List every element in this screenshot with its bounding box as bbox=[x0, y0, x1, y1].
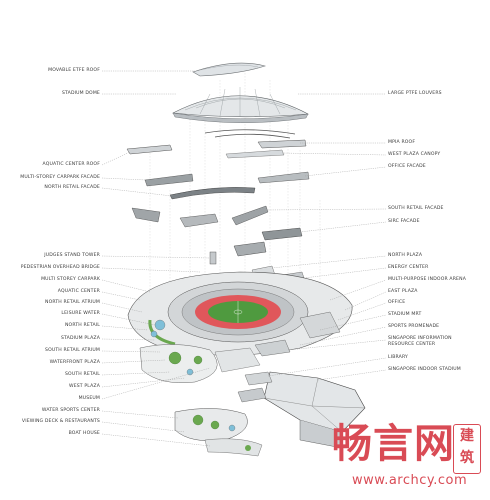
label-boat-house: BOAT HOUSE bbox=[68, 431, 100, 436]
label-museum: MUSEUM bbox=[78, 396, 100, 401]
label-aquatic-center: AQUATIC CENTER bbox=[57, 289, 100, 294]
ptfe-louvers bbox=[204, 129, 296, 139]
label-movable-etfe-roof: MOVABLE ETFE ROOF bbox=[48, 68, 100, 73]
label-east-plaza: EAST PLAZA bbox=[388, 289, 418, 294]
label-aquatic-center-roof: AQUATIC CENTER ROOF bbox=[42, 162, 100, 167]
label-north-retail-atrium: NORTH RETAIL ATRIUM bbox=[44, 300, 100, 305]
singapore-indoor-stadium bbox=[263, 371, 366, 449]
movable-etfe-roof bbox=[192, 62, 267, 77]
carpark-facade bbox=[144, 173, 194, 187]
label-library: LIBRARY bbox=[388, 355, 408, 360]
label-north-retail: NORTH RETAIL bbox=[64, 323, 100, 328]
label-north-plaza: NORTH PLAZA bbox=[388, 253, 423, 258]
label-sports-promenade: SPORTS PROMENADE bbox=[388, 324, 440, 329]
watermark-seal: 建筑 bbox=[453, 424, 481, 474]
label-south-retail-atrium: SOUTH RETAIL ATRIUM bbox=[45, 348, 100, 353]
label-pedestrian-bridge: PEDESTRIAN OVERHEAD BRIDGE bbox=[20, 265, 100, 270]
sirc-facade bbox=[233, 227, 303, 257]
west-plaza-tier bbox=[139, 339, 291, 383]
stadium-base bbox=[127, 271, 353, 356]
label-mpia-roof: MPIA ROOF bbox=[388, 140, 416, 145]
label-waterfront-plaza: WATERFRONT PLAZA bbox=[49, 360, 100, 365]
right-leader-lines bbox=[265, 93, 387, 381]
judges-stand-tower bbox=[209, 251, 217, 265]
label-sirc: SINGAPORE INFORMATION RESOURCE CENTER bbox=[388, 336, 452, 347]
west-plaza-canopy bbox=[225, 149, 285, 159]
office-facade bbox=[257, 171, 310, 184]
label-sirc-facade: SIRC FACADE bbox=[388, 219, 420, 224]
watermark-chinese-text: 畅言网 bbox=[332, 421, 455, 467]
library-blocks bbox=[237, 371, 273, 403]
label-energy-center: ENERGY CENTER bbox=[388, 265, 429, 270]
label-office: OFFICE bbox=[388, 300, 406, 305]
label-leisure-water: LEISURE WATER bbox=[61, 311, 100, 316]
label-water-sports-center: WATER SPORTS CENTER bbox=[41, 408, 100, 413]
label-carpark-facade: MULTI-STOREY CARPARK FACADE bbox=[20, 175, 100, 180]
label-stadium-mrt: STADIUM MRT bbox=[388, 312, 422, 317]
stadium-dome bbox=[171, 87, 310, 123]
label-west-plaza-canopy: WEST PLAZA CANOPY bbox=[388, 152, 441, 157]
label-south-retail: SOUTH RETAIL bbox=[64, 372, 100, 377]
label-north-retail-facade: NORTH RETAIL FACADE bbox=[44, 185, 100, 190]
mpia-roof bbox=[257, 139, 307, 149]
water-sports-center bbox=[174, 408, 263, 457]
label-multi-storey-carpark: MULTI STOREY CARPARK bbox=[41, 277, 100, 282]
watermark-url: www.archcy.com bbox=[352, 473, 468, 488]
label-multi-purpose-arena: MULTI-PURPOSE INDOOR ARENA bbox=[388, 277, 466, 282]
label-viewing-deck: VIEWING DECK & RESTAURANTS bbox=[21, 419, 100, 424]
label-judges-stand-tower: JUDGES STAND TOWER bbox=[44, 253, 100, 258]
label-stadium-dome: STADIUM DOME bbox=[61, 91, 100, 96]
label-large-ptfe-louvers: LARGE PTFE LOUVERS bbox=[388, 91, 442, 96]
north-retail-facade bbox=[169, 187, 256, 200]
left-leader-lines bbox=[101, 70, 211, 447]
label-south-retail-facade: SOUTH RETAIL FACADE bbox=[388, 206, 444, 211]
aquatic-center-roof bbox=[126, 144, 173, 155]
label-office-facade: OFFICE FACADE bbox=[388, 164, 426, 169]
south-retail-facade bbox=[131, 205, 269, 228]
label-stadium-plaza: STADIUM PLAZA bbox=[60, 336, 100, 341]
label-west-plaza: WEST PLAZA bbox=[69, 384, 100, 389]
label-singapore-indoor-stadium: SINGAPORE INDOOR STADIUM bbox=[388, 367, 461, 372]
